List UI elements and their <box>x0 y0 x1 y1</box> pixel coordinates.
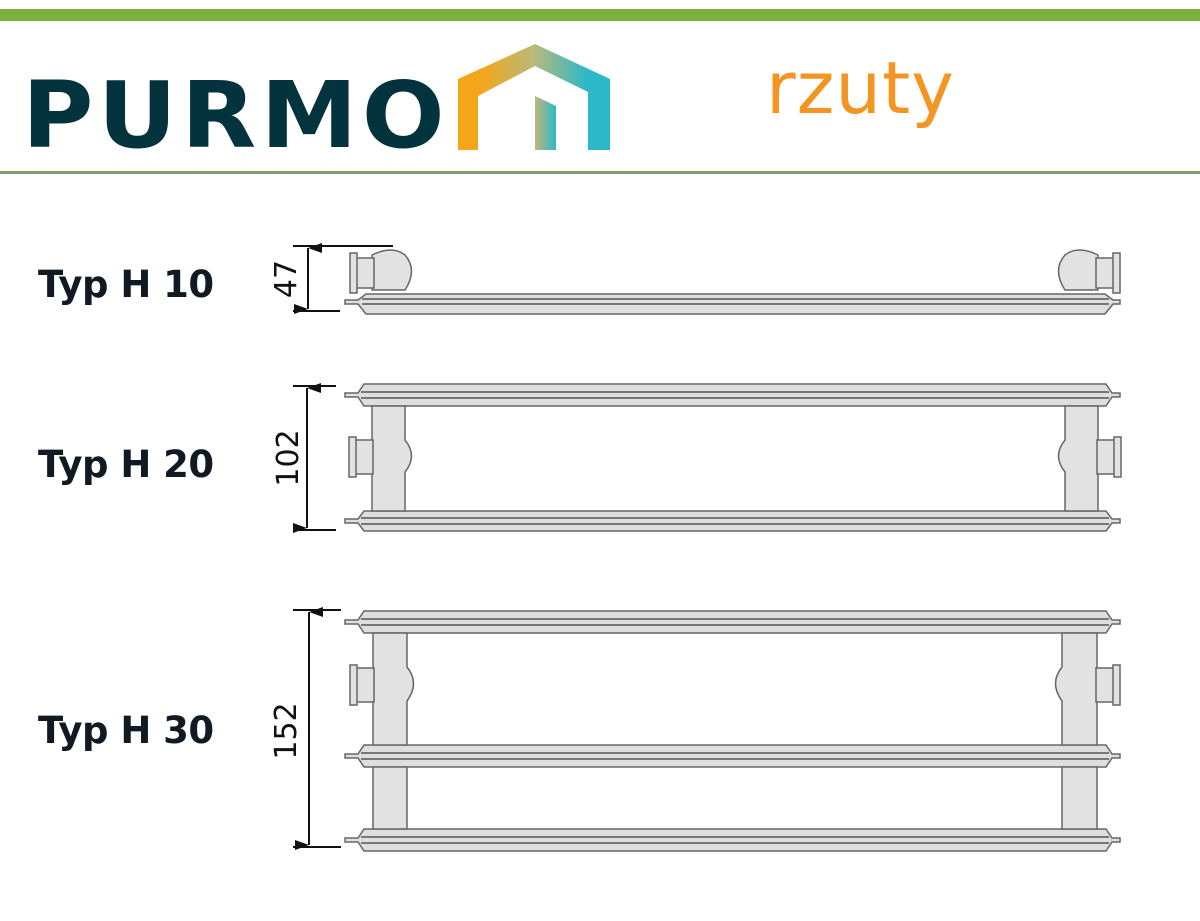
brand-wordmark: PURMO <box>22 62 449 169</box>
type-label-h20: Typ H 20 <box>38 443 214 486</box>
house-gradient-icon <box>458 44 610 150</box>
top-accent-bar <box>0 9 1200 21</box>
section-title: rzuty <box>766 46 955 130</box>
drawing-h30: 152 <box>269 607 1121 852</box>
dimension-h20: 102 <box>271 429 306 486</box>
drawing-h10: 47 <box>269 243 1121 315</box>
type-label-h10: Typ H 10 <box>38 263 214 306</box>
header-divider <box>0 171 1200 174</box>
type-label-h30: Typ H 30 <box>38 709 214 752</box>
dimension-h10: 47 <box>269 260 304 298</box>
drawing-h20: 102 <box>271 383 1122 533</box>
dimension-h30: 152 <box>269 702 304 759</box>
